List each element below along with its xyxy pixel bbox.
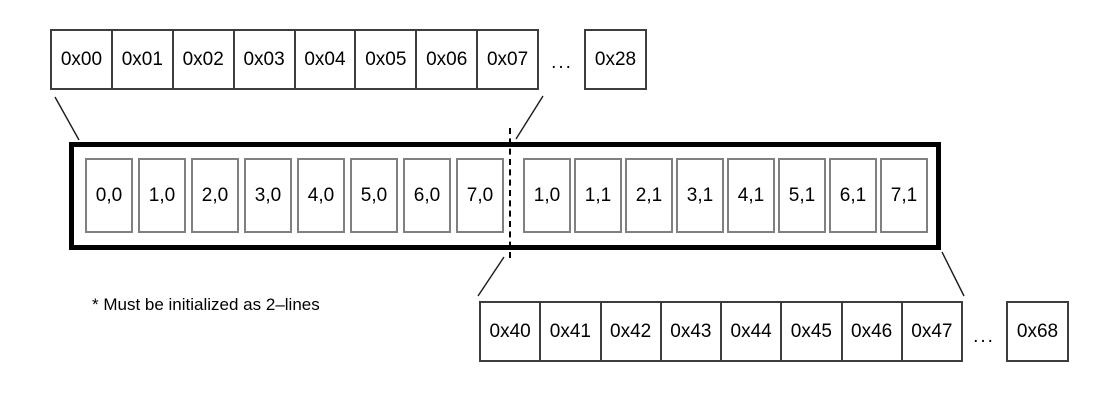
buffer-cell: 7,1 (880, 158, 928, 233)
top-ellipsis: ... (551, 52, 573, 73)
buffer-cell: 3,0 (244, 158, 292, 233)
bottom-address-cell: 0x46 (840, 303, 901, 360)
bottom-address-strip: 0x40 0x41 0x42 0x43 0x44 0x45 0x46 0x47 (479, 301, 963, 362)
buffer-cell: 1,0 (523, 158, 571, 233)
connector-line-bottom-right (941, 251, 965, 297)
buffer-cell: 1,0 (138, 158, 186, 233)
buffer-cell: 2,0 (191, 158, 239, 233)
buffer-cell: 7,0 (456, 158, 504, 233)
bottom-extra-address-cell: 0x68 (1006, 301, 1069, 362)
buffer-cell: 0,0 (85, 158, 133, 233)
buffer-cell: 2,1 (625, 158, 673, 233)
buffer-cell: 3,1 (676, 158, 724, 233)
buffer-cell: 5,0 (350, 158, 398, 233)
bottom-address-cell: 0x44 (720, 303, 780, 360)
buffer-cell: 4,1 (727, 158, 775, 233)
top-address-cell: 0x04 (293, 31, 355, 88)
bottom-address-cell: 0x41 (539, 303, 599, 360)
top-address-cell: 0x07 (476, 31, 537, 88)
bottom-address-cell: 0x43 (659, 303, 720, 360)
buffer-cell: 6,0 (403, 158, 451, 233)
top-extra-address-cell: 0x28 (584, 29, 647, 90)
connector-line-top-right (515, 95, 544, 140)
display-buffer-box: 0,0 1,0 2,0 3,0 4,0 5,0 6,0 7,0 1,0 1,1 … (69, 142, 941, 250)
bottom-ellipsis: ... (973, 326, 995, 347)
top-address-cell: 0x05 (354, 31, 415, 88)
buffer-cell: 6,1 (829, 158, 877, 233)
bottom-address-cell: 0x42 (599, 303, 660, 360)
line-boundary-dashed-divider (509, 128, 511, 258)
top-address-cell: 0x00 (60, 48, 103, 70)
footnote: * Must be initialized as 2–lines (92, 295, 320, 314)
top-address-cell: 0x03 (232, 31, 294, 88)
bottom-address-cell: 0x47 (900, 303, 961, 360)
buffer-left-half: 0,0 1,0 2,0 3,0 4,0 5,0 6,0 7,0 (85, 158, 504, 233)
top-address-cell: 0x01 (110, 31, 172, 88)
connector-line-top-left (54, 96, 80, 141)
top-address-strip: 0x00 0x01 0x02 0x03 0x04 0x05 0x06 0x07 (50, 29, 539, 90)
connector-line-bottom-left (477, 256, 505, 297)
buffer-cell: 1,1 (574, 158, 622, 233)
buffer-cell: 4,0 (297, 158, 345, 233)
buffer-right-half: 1,0 1,1 2,1 3,1 4,1 5,1 6,1 7,1 (523, 158, 928, 233)
top-address-cell: 0x02 (171, 31, 233, 88)
buffer-cell: 5,1 (778, 158, 826, 233)
bottom-address-cell: 0x45 (780, 303, 840, 360)
top-address-cell: 0x06 (415, 31, 476, 88)
bottom-address-cell: 0x40 (489, 320, 531, 342)
